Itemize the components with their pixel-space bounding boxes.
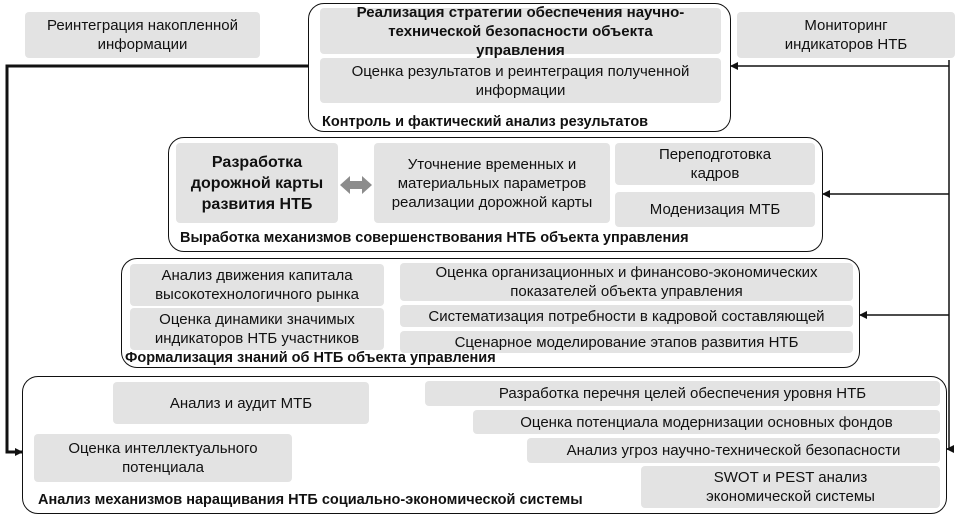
intellectual-potential-box: Оценка интеллектуального потенциала bbox=[34, 434, 292, 482]
staff-needs-text: Систематизация потребности в кадровой со… bbox=[428, 307, 825, 325]
strategy-text: Реализация стратегии обеспечения научно-… bbox=[356, 3, 685, 59]
strategy-box: Реализация стратегии обеспечения научно-… bbox=[320, 4, 721, 59]
group-analysis-label: Анализ механизмов наращивания НТБ социал… bbox=[38, 492, 583, 508]
goals-list-box: Разработка перечня целей обеспечения уро… bbox=[425, 381, 940, 406]
retraining-text: Переподготовка кадров bbox=[658, 146, 772, 182]
funds-modernization-text: Оценка потенциала модернизации основных … bbox=[520, 413, 893, 431]
org-finance-text: Оценка организационных и финансово-эконо… bbox=[435, 264, 818, 300]
monitoring-text: Мониторинг индикаторов НТБ bbox=[784, 17, 908, 53]
group-knowledge-label: Формализация знаний об НТБ объекта управ… bbox=[125, 350, 496, 366]
mtb-audit-box: Анализ и аудит МТБ bbox=[113, 382, 369, 424]
results-evaluation-box: Оценка результатов и реинтеграция получе… bbox=[320, 58, 721, 103]
results-evaluation-text: Оценка результатов и реинтеграция получе… bbox=[351, 62, 690, 99]
mtb-modernization-text: Моденизация МТБ bbox=[649, 201, 781, 218]
swot-pest-box: SWOT и PEST анализ экономической системы bbox=[641, 466, 940, 508]
reintegration-text: Реинтеграция накопленной информации bbox=[46, 17, 238, 53]
threats-analysis-box: Анализ угроз научно-технической безопасн… bbox=[527, 438, 940, 463]
indicators-dynamics-box: Оценка динамики значимых индикаторов НТБ… bbox=[130, 308, 384, 350]
mtb-audit-text: Анализ и аудит МТБ bbox=[169, 394, 313, 412]
roadmap-parameters-text: Уточнение временных и материальных парам… bbox=[391, 155, 593, 211]
funds-modernization-box: Оценка потенциала модернизации основных … bbox=[473, 410, 940, 434]
group-mechanisms-label: Выработка механизмов совершенствования Н… bbox=[180, 230, 689, 246]
capital-movement-text: Анализ движения капитала высокотехнологи… bbox=[155, 267, 359, 303]
double-arrow-icon bbox=[340, 176, 372, 194]
mtb-modernization-box: Моденизация МТБ bbox=[615, 192, 815, 227]
capital-movement-box: Анализ движения капитала высокотехнологи… bbox=[130, 264, 384, 306]
feedback-line-left bbox=[5, 64, 308, 456]
retraining-box: Переподготовка кадров bbox=[615, 143, 815, 185]
org-finance-box: Оценка организационных и финансово-эконо… bbox=[400, 263, 853, 301]
intellectual-potential-text: Оценка интеллектуального потенциала bbox=[68, 440, 258, 476]
group-control-label: Контроль и фактический анализ результато… bbox=[322, 114, 649, 130]
roadmap-parameters-box: Уточнение временных и материальных парам… bbox=[374, 143, 610, 223]
scenario-modeling-box: Сценарное моделирование этапов развития … bbox=[400, 331, 853, 353]
monitoring-box: Мониторинг индикаторов НТБ bbox=[737, 12, 955, 58]
indicators-dynamics-text: Оценка динамики значимых индикаторов НТБ… bbox=[154, 311, 360, 347]
roadmap-box: Разработка дорожной карты развития НТБ bbox=[176, 143, 338, 223]
swot-pest-text: SWOT и PEST анализ экономической системы bbox=[706, 469, 875, 505]
staff-needs-box: Систематизация потребности в кадровой со… bbox=[400, 305, 853, 327]
scenario-modeling-text: Сценарное моделирование этапов развития … bbox=[454, 333, 799, 351]
goals-list-text: Разработка перечня целей обеспечения уро… bbox=[498, 385, 867, 402]
reintegration-box: Реинтеграция накопленной информации bbox=[25, 12, 260, 58]
roadmap-text: Разработка дорожной карты развития НТБ bbox=[190, 153, 324, 213]
threats-analysis-text: Анализ угроз научно-технической безопасн… bbox=[566, 442, 901, 459]
